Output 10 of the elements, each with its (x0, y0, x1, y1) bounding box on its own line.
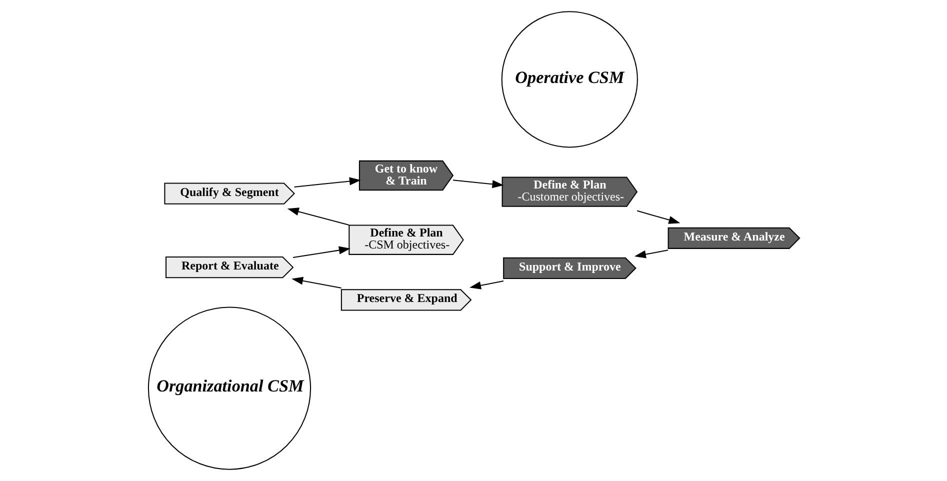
arrow (636, 210, 680, 224)
arrow (634, 250, 668, 258)
arrow (291, 276, 341, 288)
arrow (468, 280, 504, 290)
arrow (452, 180, 504, 188)
arrow (286, 208, 349, 226)
node-circle: Organizational CSM (147, 306, 311, 470)
arrow (294, 177, 360, 188)
node-circle: Operative CSM (500, 11, 638, 148)
arrow (292, 246, 350, 258)
